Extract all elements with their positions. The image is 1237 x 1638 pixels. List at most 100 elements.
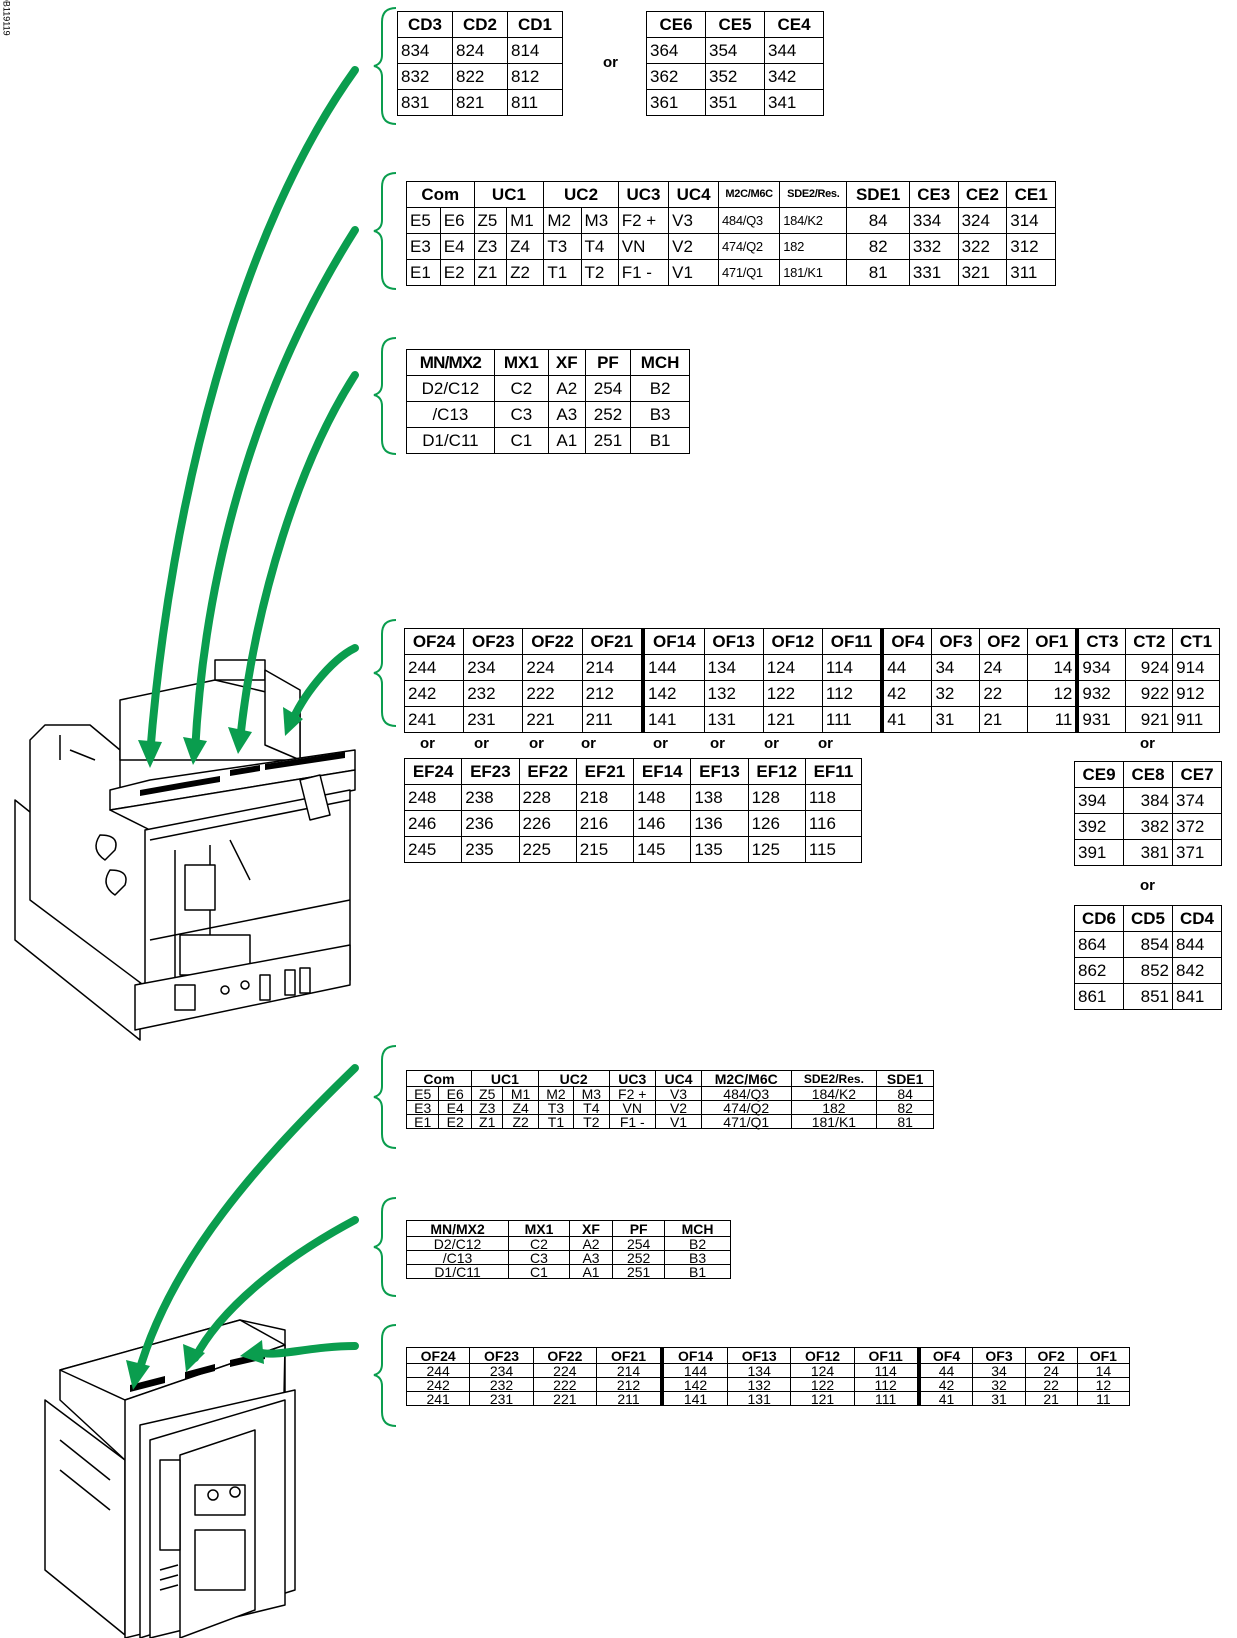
table-cell: 234: [469, 1363, 534, 1378]
table-cell: 22: [1024, 1377, 1078, 1392]
table-cell: 141: [641, 706, 705, 733]
table-cell: F2 +: [608, 1086, 657, 1101]
table-row: E1 E2 Z1 Z2 T1 T2 F1 - V1 471/Q1 181/K1 …: [405, 1114, 934, 1129]
header-cell: MX1: [493, 349, 549, 376]
table-cell: 82: [876, 1100, 934, 1115]
table-cell: 235: [461, 836, 520, 863]
table-cell: 132: [727, 1377, 792, 1392]
table-cell: 341: [764, 89, 824, 116]
or-label: or: [710, 735, 725, 752]
table-cell: 236: [461, 810, 520, 837]
table-cell: 831: [397, 89, 453, 116]
header-cell: EF23: [461, 758, 520, 785]
table-cell: 81: [876, 1114, 934, 1129]
header-cell: OF14: [660, 1347, 729, 1364]
table-cell: 11: [1027, 706, 1078, 733]
table-cell: 244: [403, 654, 465, 681]
table-cell: 142: [641, 680, 705, 707]
header-cell: UC2: [543, 181, 619, 208]
table-cell: 124: [790, 1363, 855, 1378]
table-cell: 242: [405, 1377, 471, 1392]
header-cell: OF14: [641, 628, 705, 655]
table-cell: 241: [405, 1391, 471, 1406]
table-cell: D2/C12: [406, 375, 495, 402]
table-cell: 381: [1123, 839, 1173, 866]
table-cell: 214: [581, 654, 644, 681]
header-cell: MCH: [664, 1220, 731, 1237]
table-cell: M3: [573, 1086, 610, 1101]
table-row: 364 354 344: [646, 37, 824, 64]
brace-1: [373, 7, 397, 125]
table-cell: 344: [764, 37, 824, 64]
table-cell: 132: [703, 680, 764, 707]
table-cell: 122: [790, 1377, 855, 1392]
table-cell: 471/Q1: [717, 259, 781, 286]
table-cell: 84: [876, 1086, 934, 1101]
table-cell: 322: [957, 233, 1008, 260]
contact-slots-upper: [140, 752, 345, 796]
header-cell: CD1: [507, 11, 563, 38]
table-cell: 221: [522, 706, 583, 733]
header-cell: CE7: [1172, 761, 1222, 788]
table-cell: 351: [705, 89, 765, 116]
table-row: 862 852 842: [1074, 957, 1222, 984]
arrow-group: [134, 66, 359, 1379]
brace-2: [373, 172, 397, 290]
table-cell: A1: [568, 1264, 614, 1279]
header-cell: OF12: [790, 1347, 855, 1364]
header-cell: CE5: [705, 11, 765, 38]
table-cell: 144: [660, 1363, 729, 1378]
table-cell: VN: [608, 1100, 657, 1115]
table-cell: 112: [821, 680, 883, 707]
table-row: 834 824 814: [397, 37, 563, 64]
table-header-row: CD3 CD2 CD1: [397, 11, 563, 38]
or-label: or: [529, 735, 544, 752]
header-cell: OF2: [1024, 1347, 1078, 1364]
table-cell: 232: [463, 680, 524, 707]
table-cell: 214: [596, 1363, 663, 1378]
table-cell: 42: [880, 680, 933, 707]
table-cell: 364: [646, 37, 706, 64]
table-cell: 135: [690, 836, 749, 863]
table-cell: 382: [1123, 813, 1173, 840]
header-cell: CD6: [1074, 905, 1124, 932]
table-cell: 834: [397, 37, 453, 64]
header-cell: CE2: [957, 181, 1008, 208]
table-row: 391 381 371: [1074, 839, 1222, 866]
header-cell: CD3: [397, 11, 453, 38]
table-cell: A2: [547, 375, 586, 402]
table-cell: 394: [1074, 787, 1124, 814]
header-cell: EF12: [747, 758, 806, 785]
brace-group: [373, 7, 397, 1427]
table-ce-contacts: CE6 CE5 CE4 364 354 344 362 352 342 361 …: [646, 11, 824, 116]
header-cell: OF1: [1076, 1347, 1131, 1364]
table-cell: A2: [568, 1236, 614, 1251]
table-cell: 372: [1172, 813, 1222, 840]
table-header-row: Com UC1 UC2 UC3 UC4 M2C/M6C SDE2/Res. SD…: [406, 181, 1056, 208]
table-row: D1/C11 C1 A1 251 B1: [405, 1264, 731, 1279]
table-cell: 228: [518, 784, 577, 811]
or-label: or: [818, 735, 833, 752]
table-cell: T4: [573, 1100, 610, 1115]
arrowhead-5: [126, 1360, 150, 1390]
table-cell: 21: [979, 706, 1029, 733]
table-row: D2/C12 C2 A2 254 B2: [405, 1236, 731, 1251]
table-cell: 242: [403, 680, 465, 707]
header-cell: OF4: [880, 628, 933, 655]
table-mn-mx-contacts: MN/MX2 MX1 XF PF MCH D2/C12 C2 A2 254 B2…: [406, 349, 690, 454]
table-cell: 142: [660, 1377, 729, 1392]
table-cell: 112: [853, 1377, 920, 1392]
table-cell: 246: [403, 810, 463, 837]
or-label: or: [1140, 735, 1155, 752]
or-label: or: [420, 735, 435, 752]
table-cell: T4: [580, 233, 619, 260]
table-cell: M2: [537, 1086, 575, 1101]
table-row: E3 E4 Z3 Z4 T3 T4 VN V2 474/Q2 182 82 33…: [406, 233, 1056, 260]
table-cell: 224: [532, 1363, 598, 1378]
table-cell: E4: [438, 1100, 472, 1115]
table-cell: VN: [617, 233, 670, 260]
table-cell: T1: [543, 259, 582, 286]
header-cell: CT3: [1075, 628, 1127, 655]
table-mn-small: MN/MX2 MX1 XF PF MCH D2/C12 C2 A2 254 B2…: [405, 1220, 731, 1279]
table-cell: 931: [1075, 706, 1127, 733]
